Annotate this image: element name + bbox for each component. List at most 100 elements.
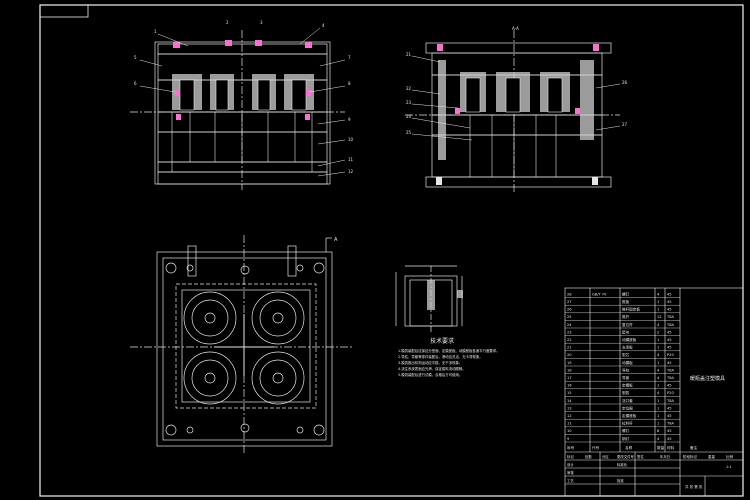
bom-cell: 13 xyxy=(567,406,572,410)
bom-cell: 45 xyxy=(667,330,672,334)
bom-cell: T8A xyxy=(666,323,674,327)
bom-cell: 复位杆 xyxy=(622,322,633,327)
part-no-9: 9 xyxy=(348,117,351,122)
part-no-1: 1 xyxy=(154,29,157,34)
bom-cell: 4 xyxy=(657,368,660,372)
bom-cell: 9 xyxy=(567,437,570,441)
bom-cell: 推杆固定板 xyxy=(622,307,640,312)
bom-cell: 25 xyxy=(567,315,572,319)
side-screws xyxy=(437,44,599,114)
front-leader-lines xyxy=(139,27,346,177)
bom-header-cell: 材料 xyxy=(667,445,675,450)
bom-cell: 23 xyxy=(567,330,572,334)
bom-cell: 24 xyxy=(567,323,572,327)
bom-cell: 1 xyxy=(657,384,659,388)
bom-cell: 18 xyxy=(567,368,572,372)
weight-label: 重量 xyxy=(708,454,716,459)
bom-cell: GB/T 70 xyxy=(592,292,607,296)
tech-note-1: 1.模具装配后应保证分型面、定模座板、动模座板各面平行度要求。 xyxy=(398,348,500,353)
sign-cell: 审核 xyxy=(567,470,574,475)
part-no-12: 12 xyxy=(348,169,354,174)
section-marker: A-A xyxy=(512,26,519,31)
drawing-title: 暖瓶盖注塑模具 xyxy=(690,375,725,382)
bom-cell: 27 xyxy=(567,300,572,304)
stage-label: 阶段标记 xyxy=(683,454,697,459)
bom-cell: 支承板 xyxy=(622,345,633,350)
technical-requirements: 技术要求 1.模具装配后应保证分型面、定模座板、动模座板各面平行度要求。 2.导… xyxy=(398,337,500,377)
side-cavity-cores xyxy=(465,77,563,113)
bom-cell: T8A xyxy=(666,376,674,380)
bom-cell: 45 xyxy=(667,361,672,365)
sign-cell: 更改文件号 xyxy=(617,454,635,459)
sign-cell: 签名 xyxy=(637,454,644,459)
side-part-numbers: A-A 21 22 23 24 25 26 27 xyxy=(406,26,628,135)
bom-cell: 45 xyxy=(667,300,672,304)
bom-cell: 定模座板 xyxy=(622,413,637,418)
bom-cell: 1 xyxy=(657,399,659,403)
bom-cell: 22 xyxy=(567,338,572,342)
sign-cell: 批准 xyxy=(617,478,624,483)
bom-cell: 12 xyxy=(567,414,572,418)
bom-cell: T8A xyxy=(666,399,674,403)
bom-cell: 26 xyxy=(567,308,572,312)
sign-cell: 分区 xyxy=(602,454,609,459)
part-no-11: 11 xyxy=(348,157,354,162)
scale-value: 1:1 xyxy=(726,465,732,469)
bom-header-cell: 备注 xyxy=(690,445,698,450)
bom-cell: 螺钉 xyxy=(622,428,630,433)
bom-cell: 14 xyxy=(567,399,572,403)
view-marker: A xyxy=(334,237,338,243)
bom-cell: 1 xyxy=(657,406,659,410)
bom-cell: 45 xyxy=(667,346,672,350)
bom-cell: 28 xyxy=(567,292,572,296)
part-no-6: 6 xyxy=(134,81,137,86)
tech-note-5: 5.模具装配后进行试模，合格后方可使用。 xyxy=(398,372,462,377)
sign-cell: 工艺 xyxy=(567,478,574,483)
tech-req-title: 技术要求 xyxy=(430,337,454,345)
part-detail-hatching xyxy=(427,280,463,310)
bom-cell: 定位圈 xyxy=(622,405,633,410)
plan-cavities xyxy=(183,291,305,405)
bom-cell: 4 xyxy=(657,437,660,441)
bom-cell: 4 xyxy=(657,391,660,395)
bom-cell: 4 xyxy=(657,376,660,380)
bom-cell: 推板 xyxy=(622,299,630,304)
bom-cell: 定模板 xyxy=(622,383,633,388)
tech-note-3: 3.模具推出机构运动应平稳，无干涉现象。 xyxy=(398,360,462,365)
bom-cell: 4 xyxy=(657,353,660,357)
plan-view xyxy=(130,235,352,455)
bom-cell: 45 xyxy=(667,414,672,418)
bom-cell: 型芯 xyxy=(622,352,630,357)
bom-cell: 20 xyxy=(567,353,572,357)
bom-cell: T8A xyxy=(666,422,674,426)
bom-cell: 8 xyxy=(657,429,660,433)
bom-cell: 导柱 xyxy=(622,367,630,372)
bom-header-cell: 代号 xyxy=(592,445,600,450)
part-no-10: 10 xyxy=(348,137,354,142)
front-cavity-cores xyxy=(179,79,307,111)
bom-header-cell: 名称 xyxy=(625,445,633,450)
bom-table xyxy=(564,287,744,497)
bom-cell: T8A xyxy=(666,368,674,372)
part-no-3: 3 xyxy=(260,20,263,25)
part-no-2: 2 xyxy=(226,20,229,25)
front-ejector-pins xyxy=(171,112,313,172)
sign-cell: 处数 xyxy=(585,454,592,459)
bom-cell: 推杆 xyxy=(622,314,630,319)
part-no-23: 23 xyxy=(406,100,412,105)
bom-cell: 45 xyxy=(667,437,672,441)
bom-cell: 17 xyxy=(567,376,572,380)
bom-cell: 2 xyxy=(657,330,659,334)
part-no-7: 7 xyxy=(348,55,351,60)
bom-header-cell: 数量 xyxy=(657,445,665,450)
bom-cell: 导套 xyxy=(622,375,630,380)
bom-cell: P20 xyxy=(667,391,674,395)
bom-cell: 1 xyxy=(657,300,659,304)
bom-cell: 垫块 xyxy=(622,329,630,334)
part-no-8: 8 xyxy=(348,81,351,86)
part-no-5: 5 xyxy=(134,55,137,60)
side-ejector-pins xyxy=(469,115,557,177)
part-no-24: 24 xyxy=(406,114,412,119)
bom-cell: 动模座板 xyxy=(622,337,637,342)
